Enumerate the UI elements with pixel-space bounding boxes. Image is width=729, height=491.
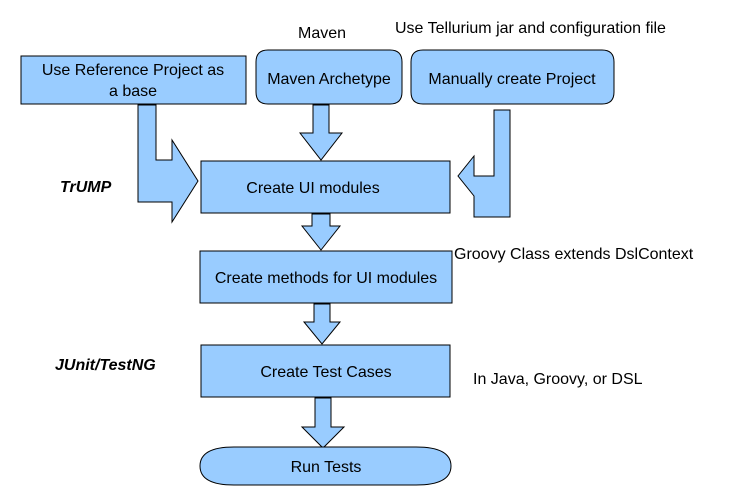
tellurium-annotation: Use Tellurium jar and configuration file [395, 20, 666, 37]
junit-testng-annotation: JUnit/TestNG [55, 357, 156, 374]
reference-project-box [20, 55, 247, 105]
reference-project-label-line2: a base [109, 83, 157, 100]
maven-archetype-label: Maven Archetype [267, 71, 391, 88]
reference-project-label-line1: Use Reference Project as [42, 62, 224, 79]
manual-project-box [410, 49, 615, 105]
create-ui-modules-label: Create UI modules [246, 180, 379, 197]
maven-archetype-box [255, 49, 403, 105]
create-ui-modules-box [200, 160, 451, 214]
run-tests-terminator [199, 446, 452, 486]
arrow-test-cases-to-run-tests [300, 397, 346, 449]
languages-annotation: In Java, Groovy, or DSL [473, 371, 643, 388]
arrow-reference-to-ui-modules [137, 104, 199, 224]
maven-annotation: Maven [298, 25, 346, 42]
create-methods-label: Create methods for UI modules [215, 270, 437, 287]
arrow-methods-to-test-cases [302, 303, 342, 345]
arrow-manual-to-ui-modules [457, 109, 511, 218]
arrow-ui-modules-to-methods [300, 213, 342, 251]
run-tests-label: Run Tests [291, 459, 362, 476]
create-test-cases-label: Create Test Cases [260, 364, 391, 381]
groovy-class-annotation: Groovy Class extends DslContext [454, 246, 694, 263]
create-test-cases-box [200, 344, 451, 398]
arrow-maven-to-ui-modules [298, 104, 344, 161]
trump-annotation: TrUMP [60, 179, 112, 196]
create-methods-box [199, 250, 453, 304]
manual-project-label: Manually create Project [428, 71, 596, 88]
